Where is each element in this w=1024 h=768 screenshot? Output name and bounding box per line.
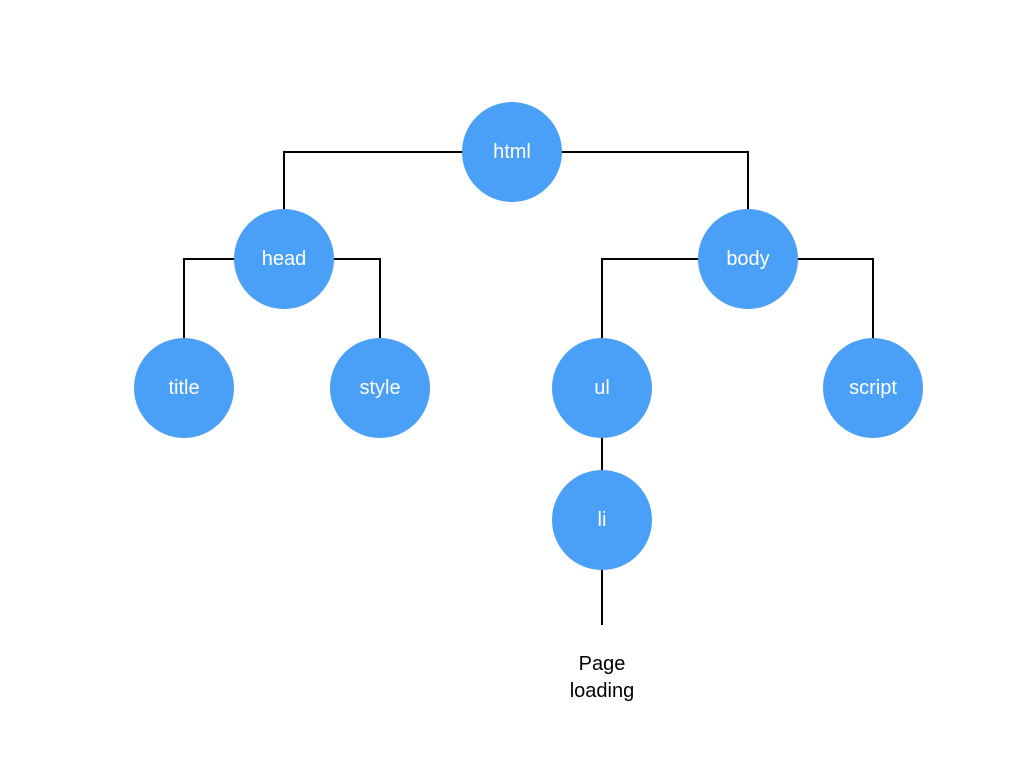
node-script-label: script	[849, 377, 897, 399]
node-head-label: head	[262, 248, 307, 270]
node-ul: ul	[552, 338, 652, 438]
node-title-circle	[134, 338, 234, 438]
edge-head-style	[333, 258, 381, 339]
node-ul-label: ul	[594, 377, 610, 399]
node-body-label: body	[726, 248, 769, 270]
node-body-circle	[698, 209, 798, 309]
node-ul-circle	[552, 338, 652, 438]
edge-html-head	[283, 151, 463, 210]
text-node-line-1: Page	[579, 653, 626, 675]
text-node-line-2: loading	[570, 680, 635, 702]
node-style-circle	[330, 338, 430, 438]
node-body: body	[698, 209, 798, 309]
node-head-circle	[234, 209, 334, 309]
node-script-circle	[823, 338, 923, 438]
edge-body-script	[797, 258, 874, 339]
node-title-label: title	[168, 377, 199, 399]
node-li-circle	[552, 470, 652, 570]
node-html: html	[462, 102, 562, 202]
text-node: Page loading	[570, 653, 635, 702]
node-head: head	[234, 209, 334, 309]
edge-html-body	[561, 151, 749, 210]
node-script: script	[823, 338, 923, 438]
edge-head-title	[183, 258, 235, 339]
node-title: title	[134, 338, 234, 438]
node-style-label: style	[359, 377, 400, 399]
edge-body-ul	[601, 258, 699, 339]
node-html-label: html	[493, 141, 531, 163]
node-li-label: li	[598, 509, 607, 531]
node-style: style	[330, 338, 430, 438]
node-html-circle	[462, 102, 562, 202]
connectors	[183, 151, 874, 625]
node-li: li	[552, 470, 652, 570]
